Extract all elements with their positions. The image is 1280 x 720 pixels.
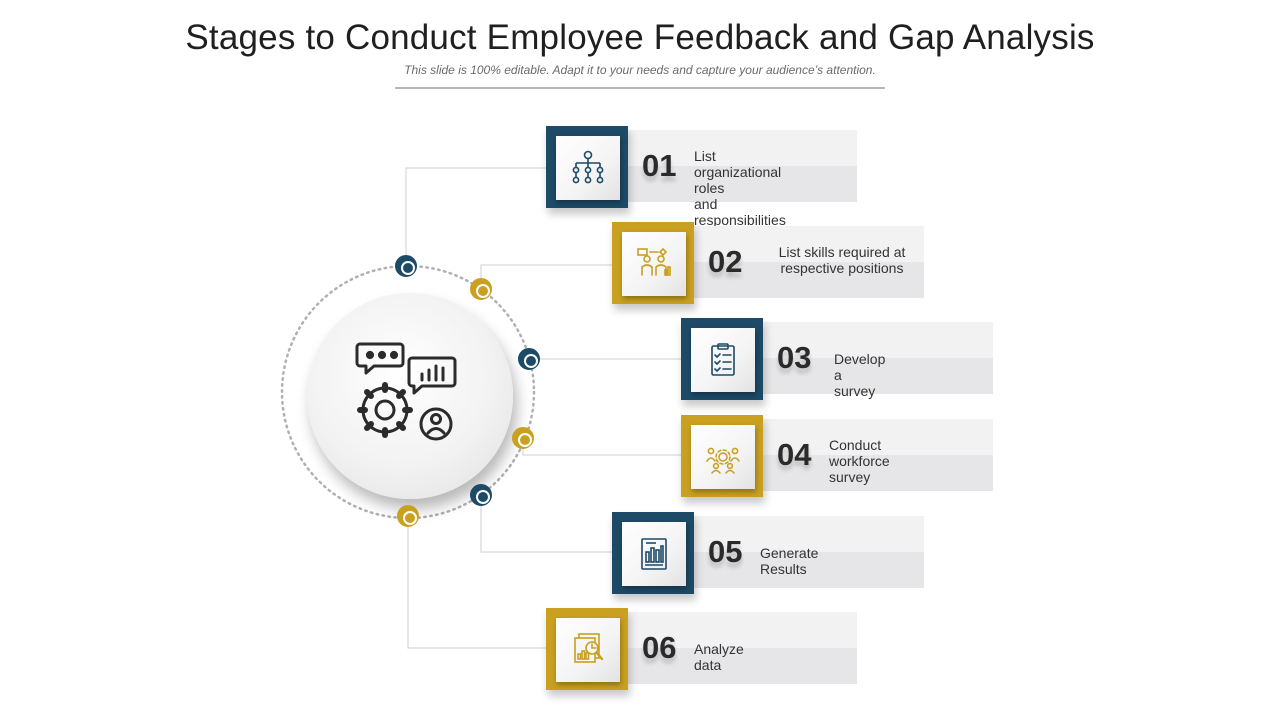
stage-label-line: Generate Results: [760, 545, 819, 577]
stage-icon-tile: [556, 618, 620, 682]
stage-label: List skills required at respective posit…: [772, 244, 912, 276]
stage-icon-frame: [612, 512, 694, 594]
stage-label: Analyze data: [694, 641, 744, 673]
clipboard-checklist-icon: [711, 343, 735, 376]
stage-label: Generate Results: [760, 545, 818, 577]
stage-icon-tile: [556, 136, 620, 200]
stage-label-line: Develop a survey: [834, 351, 886, 399]
ring-marker-01: [395, 255, 417, 277]
connector-line-05: [480, 495, 614, 553]
stage-icon-frame: [681, 318, 763, 400]
center-hub: [307, 293, 513, 499]
stage-bar: [648, 226, 924, 298]
stage-icon-tile: [691, 425, 755, 489]
stage-number: 02: [708, 244, 743, 279]
ring-marker-04: [512, 427, 534, 449]
stage-bar: [648, 516, 924, 588]
stage-number: 06: [642, 630, 677, 665]
stage-icon-tile: [622, 522, 686, 586]
stage-icon-tile: [622, 232, 686, 296]
stage-bar: [717, 419, 993, 491]
ring-marker-02: [470, 278, 492, 300]
stage-number: 05: [708, 534, 743, 569]
title-divider: [395, 87, 885, 89]
report-chart-icon: [641, 538, 667, 570]
connector-line-06: [407, 516, 548, 649]
feedback-analytics-icon: [355, 342, 457, 441]
stage-label-line: List organizational roles: [694, 148, 782, 196]
stage-label-line: Conduct: [829, 437, 882, 453]
workforce-team-icon: [706, 447, 740, 474]
stage-label-line: respective positions: [780, 260, 904, 276]
connector-line-01: [405, 167, 548, 266]
ring-marker-05: [470, 484, 492, 506]
stage-icon-frame: [546, 608, 628, 690]
skills-people-icon: [637, 247, 671, 276]
stage-bar: [717, 322, 993, 394]
ring-marker-06: [397, 505, 419, 527]
connector-line-02: [480, 264, 614, 289]
stage-label: Develop a survey: [834, 351, 885, 399]
stage-number: 04: [777, 437, 812, 472]
page-subtitle: This slide is 100% editable. Adapt it to…: [404, 63, 876, 77]
stage-label-line: and responsibilities: [694, 196, 786, 228]
stage-number: 03: [777, 340, 812, 375]
ring-marker-03: [518, 348, 540, 370]
stage-icon-frame: [612, 222, 694, 304]
stage-number: 01: [642, 148, 677, 183]
stage-icon-tile: [691, 328, 755, 392]
connector-line-04: [522, 438, 683, 456]
data-analysis-icon: [574, 633, 604, 663]
stage-icon-frame: [681, 415, 763, 497]
stage-icon-frame: [546, 126, 628, 208]
stage-label-line: Analyze data: [694, 641, 744, 673]
stage-label-line: workforce survey: [829, 453, 890, 485]
stage-label: List organizational roles and responsibi…: [694, 148, 786, 228]
stage-label: Conduct workforce survey: [829, 437, 890, 485]
stage-label-line: List skills required at: [778, 244, 906, 260]
org-chart-icon: [572, 150, 604, 184]
page-title: Stages to Conduct Employee Feedback and …: [185, 18, 1095, 57]
